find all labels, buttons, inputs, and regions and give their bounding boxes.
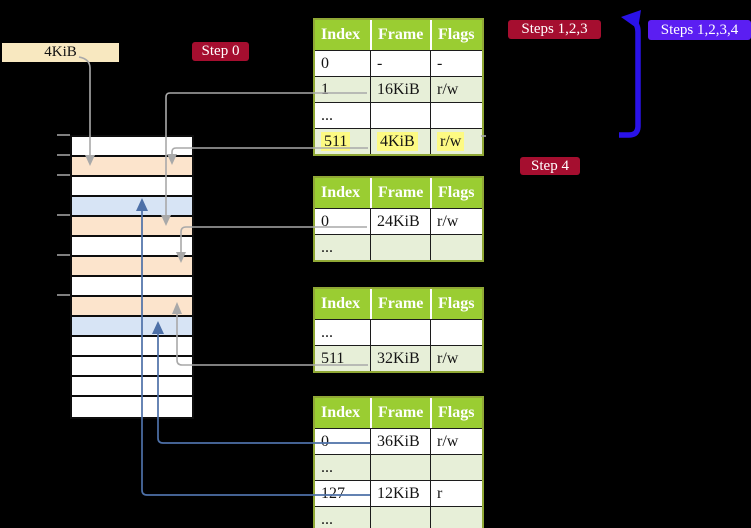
col-header-flags: Flags — [430, 398, 482, 428]
cell-frame — [370, 234, 430, 260]
page-table-3: Index Frame Flags ... 511 32KiB r/w — [313, 287, 484, 373]
cell-frame — [370, 506, 430, 528]
table-row: 511 32KiB r/w — [315, 345, 482, 371]
badge-step-4: Step 4 — [520, 157, 580, 175]
memory-tick — [57, 154, 70, 156]
col-header-frame: Frame — [370, 178, 430, 208]
table-row: ... — [315, 506, 482, 528]
col-header-frame: Frame — [370, 289, 430, 319]
table-row-highlighted: 511 4KiB r/w — [315, 128, 482, 154]
memory-strip — [70, 135, 194, 419]
cell-frame: 32KiB — [370, 345, 430, 371]
cell-frame: 12KiB — [370, 480, 430, 506]
memory-frame-row-peach — [72, 297, 192, 317]
table-header-row: Index Frame Flags — [315, 289, 482, 319]
table-row: 0 36KiB r/w — [315, 428, 482, 454]
table-header-row: Index Frame Flags — [315, 178, 482, 208]
table-row: 0 - - — [315, 50, 482, 76]
cell-index: 511 — [315, 345, 370, 371]
memory-frame-row-peach — [72, 157, 192, 177]
col-header-flags: Flags — [430, 178, 482, 208]
col-header-index: Index — [315, 289, 370, 319]
memory-frame-row-peach — [72, 257, 192, 277]
cell-frame: 36KiB — [370, 428, 430, 454]
memory-frame-row-white — [72, 177, 192, 197]
memory-frame-row-blue — [72, 317, 192, 337]
col-header-flags: Flags — [430, 289, 482, 319]
badge-step-0: Step 0 — [192, 42, 249, 61]
cell-flags — [430, 102, 482, 128]
table-header-row: Index Frame Flags — [315, 398, 482, 428]
col-header-index: Index — [315, 178, 370, 208]
memory-tick — [57, 134, 70, 136]
col-header-frame: Frame — [370, 20, 430, 50]
frame-size-label: 4KiB — [2, 43, 119, 62]
memory-frame-row-peach — [72, 217, 192, 237]
table-row: ... — [315, 102, 482, 128]
cell-frame — [370, 102, 430, 128]
table-header-row: Index Frame Flags — [315, 20, 482, 50]
memory-frame-row-white — [72, 377, 192, 397]
cell-index: 0 — [315, 208, 370, 234]
memory-frame-row-white — [72, 137, 192, 157]
cell-index: 511 — [315, 128, 370, 154]
col-header-index: Index — [315, 398, 370, 428]
arrowhead-left-icon — [621, 10, 641, 29]
cell-flags: - — [430, 50, 482, 76]
cell-flags — [430, 319, 482, 345]
cell-flags: r/w — [430, 345, 482, 371]
highlight-mark: 511 — [321, 131, 351, 151]
cell-frame: 24KiB — [370, 208, 430, 234]
cell-flags — [430, 234, 482, 260]
cell-index: ... — [315, 102, 370, 128]
memory-tick — [57, 174, 70, 176]
table-row: ... — [315, 454, 482, 480]
table-row: 1 16KiB r/w — [315, 76, 482, 102]
cell-frame — [370, 319, 430, 345]
table-row: 127 12KiB r — [315, 480, 482, 506]
memory-tick — [57, 214, 70, 216]
cell-index: 0 — [315, 428, 370, 454]
cell-flags: r/w — [430, 428, 482, 454]
cell-index: 0 — [315, 50, 370, 76]
cell-index: ... — [315, 319, 370, 345]
memory-frame-row-white — [72, 357, 192, 377]
cell-index: ... — [315, 506, 370, 528]
memory-frame-row-white — [72, 397, 192, 417]
table-row: ... — [315, 234, 482, 260]
highlight-mark: r/w — [437, 131, 465, 151]
cell-flags: r/w — [430, 128, 482, 154]
col-header-flags: Flags — [430, 20, 482, 50]
cell-frame: 4KiB — [370, 128, 430, 154]
memory-frame-row-white — [72, 337, 192, 357]
table-row: 0 24KiB r/w — [315, 208, 482, 234]
memory-tick — [57, 254, 70, 256]
cell-frame: 16KiB — [370, 76, 430, 102]
badge-steps-1-2-3: Steps 1,2,3 — [508, 20, 601, 39]
table-row: ... — [315, 319, 482, 345]
steps-loop-arrow — [619, 18, 641, 138]
memory-frame-row-white — [72, 237, 192, 257]
cell-flags: r/w — [430, 76, 482, 102]
page-table-1: Index Frame Flags 0 - - 1 16KiB r/w ... … — [313, 18, 484, 156]
page-table-2: Index Frame Flags 0 24KiB r/w ... — [313, 176, 484, 262]
cell-flags — [430, 454, 482, 480]
memory-tick — [57, 294, 70, 296]
memory-frame-row-white — [72, 277, 192, 297]
col-header-frame: Frame — [370, 398, 430, 428]
badge-steps-1-2-3-4: Steps 1,2,3,4 — [648, 20, 751, 40]
cell-index: ... — [315, 454, 370, 480]
cell-index: ... — [315, 234, 370, 260]
cell-flags: r/w — [430, 208, 482, 234]
memory-frame-row-blue — [72, 197, 192, 217]
highlight-mark: 4KiB — [377, 131, 418, 151]
cell-index: 1 — [315, 76, 370, 102]
cell-flags — [430, 506, 482, 528]
cell-flags: r — [430, 480, 482, 506]
page-table-4: Index Frame Flags 0 36KiB r/w ... 127 12… — [313, 396, 484, 528]
cell-frame — [370, 454, 430, 480]
cell-index: 127 — [315, 480, 370, 506]
cell-frame: - — [370, 50, 430, 76]
col-header-index: Index — [315, 20, 370, 50]
